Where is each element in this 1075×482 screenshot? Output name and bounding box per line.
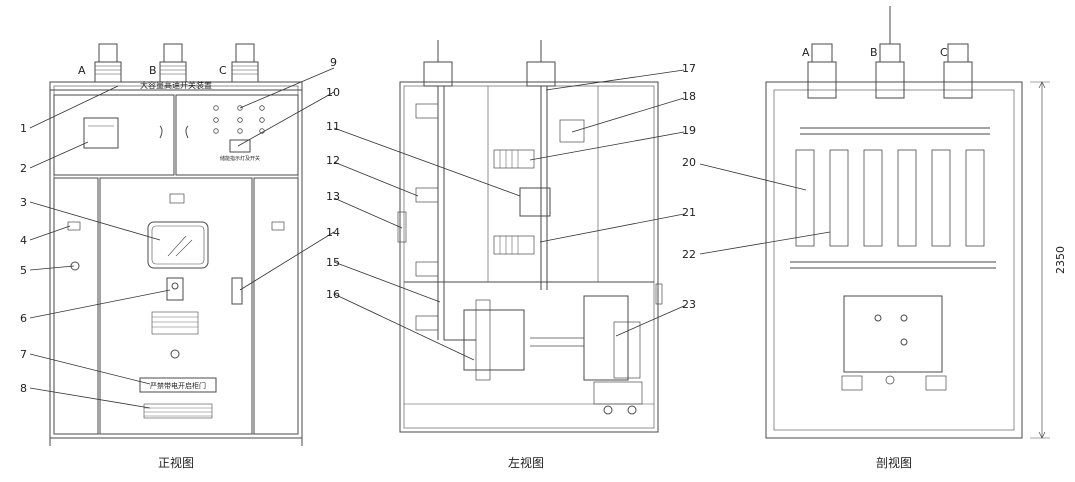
left-view <box>397 40 663 433</box>
door-lock <box>166 277 184 301</box>
section-cabinet-outline <box>765 81 1023 439</box>
front-bushings <box>94 43 259 83</box>
front-upper-left-door <box>53 94 175 176</box>
front-view-caption: 正视图 <box>158 456 195 470</box>
side-handle <box>231 277 243 305</box>
callout-14: 14 <box>326 226 340 239</box>
callout-22: 22 <box>682 248 696 261</box>
meter-panel <box>83 117 119 149</box>
operation-hole <box>170 349 180 359</box>
section-view <box>765 6 1050 439</box>
warning-plate-text: 严禁带电开启柜门 <box>150 381 206 390</box>
callout-10: 10 <box>326 86 340 99</box>
section-mechanism <box>843 295 943 373</box>
door-handle-left <box>159 125 163 139</box>
left-cabinet-outline <box>399 81 659 433</box>
warning-plate <box>139 377 217 393</box>
section-view-caption: 剖视图 <box>876 456 913 470</box>
front-main-door <box>99 177 253 435</box>
upper-insulator <box>493 149 535 169</box>
switch-module <box>519 187 551 217</box>
lamp-note-text: 储能指示灯及开关 <box>220 155 260 162</box>
callout-9: 9 <box>330 56 337 69</box>
callout-13: 13 <box>326 190 340 203</box>
section-phase-a-label: A <box>802 46 810 59</box>
lower-insulator <box>493 235 535 255</box>
callout-8: 8 <box>20 382 27 395</box>
callout-1: 1 <box>20 122 27 135</box>
front-upper-right-door <box>175 94 299 176</box>
callout-5: 5 <box>20 264 27 277</box>
callout-23: 23 <box>682 298 696 311</box>
callout-2: 2 <box>20 162 27 175</box>
left-view-caption: 左视图 <box>508 456 545 470</box>
front-phase-c-label: C <box>219 64 227 77</box>
view-window <box>147 221 209 269</box>
front-lower-right-panel <box>253 177 299 435</box>
callout-15: 15 <box>326 256 340 269</box>
callout-3: 3 <box>20 196 27 209</box>
callout-20: 20 <box>682 156 696 169</box>
height-dimension-text: 2350 <box>1054 246 1067 274</box>
section-phase-c-label: C <box>940 46 948 59</box>
section-bushings <box>807 6 973 99</box>
callout-17: 17 <box>682 62 696 75</box>
front-lower-left-panel <box>53 177 99 435</box>
vent-grille-upper <box>151 311 199 335</box>
callout-19: 19 <box>682 124 696 137</box>
indicator-lamps <box>213 105 265 134</box>
operating-mechanism <box>583 295 629 381</box>
callout-18: 18 <box>682 90 696 103</box>
charge-switch-box <box>229 139 251 153</box>
callout-12: 12 <box>326 154 340 167</box>
door-handle-right <box>185 125 189 139</box>
front-title-plate: 大容量高速开关装置 <box>140 80 212 90</box>
callout-7: 7 <box>20 348 27 361</box>
front-view <box>49 43 303 446</box>
switch-poles <box>795 149 985 247</box>
left-bushings <box>423 40 556 87</box>
front-phase-a-label: A <box>78 64 86 77</box>
callout-11: 11 <box>326 120 340 133</box>
section-phase-b-label: B <box>870 46 878 59</box>
vent-grille-lower <box>143 403 213 419</box>
callout-16: 16 <box>326 288 340 301</box>
callout-21: 21 <box>682 206 696 219</box>
front-phase-b-label: B <box>149 64 157 77</box>
callout-6: 6 <box>20 312 27 325</box>
leader-lines <box>29 67 831 409</box>
callout-4: 4 <box>20 234 27 247</box>
